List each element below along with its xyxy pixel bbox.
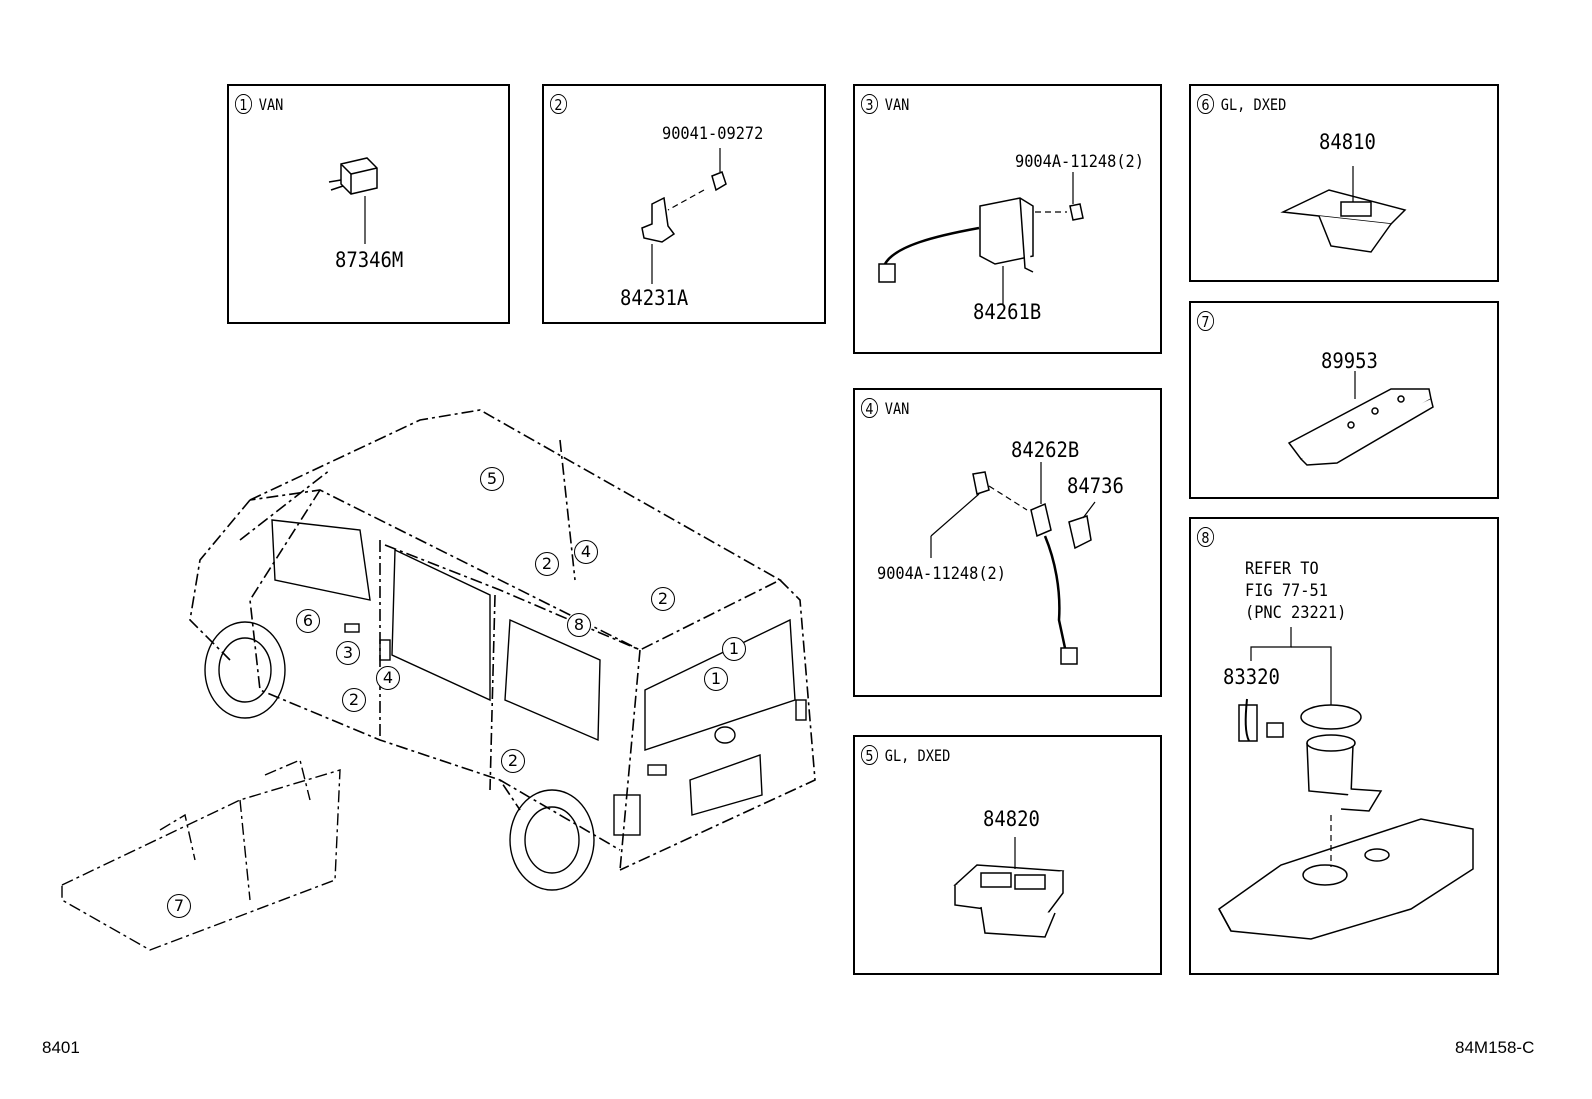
panel-number: 1 [235, 94, 252, 114]
window-switch-drawing [953, 837, 1065, 938]
part-number: 84820 [983, 807, 1040, 831]
part-number: 87346M [335, 248, 404, 272]
switch-gasket-drawing [930, 462, 1096, 665]
panel-7: 7 89953 [1189, 301, 1499, 499]
panel-tag: VAN [884, 94, 910, 114]
fuel-tank-drawing [1218, 627, 1474, 940]
part-number: 9004A-11248(2) [1015, 152, 1144, 172]
panel-2: 2 90041-09272 84231A [542, 84, 826, 324]
panel-tag: GL, DXED [884, 745, 951, 765]
part-number: 84231A [620, 286, 689, 310]
panel-tag: GL, DXED [1220, 94, 1287, 114]
part-number: 9004A-11248(2) [877, 564, 1006, 584]
callout-6: 6 [296, 609, 320, 633]
switch-bezel-drawing [1280, 166, 1407, 253]
callout-4: 4 [376, 666, 400, 690]
callout-8: 8 [567, 613, 591, 637]
bracket-part-drawing [641, 148, 727, 284]
callout-3: 3 [336, 641, 360, 665]
callout-1: 1 [722, 637, 746, 661]
panel-3: 3 VAN 9004A-11248(2) 84261B [853, 84, 1162, 354]
panel-5: 5 GL, DXED 84820 [853, 735, 1162, 975]
panel-tag: VAN [884, 398, 910, 418]
switch-part-drawing [878, 172, 1084, 304]
part-number: 84261B [973, 300, 1042, 324]
panel-tag: VAN [258, 94, 284, 114]
callout-7: 7 [167, 894, 191, 918]
panel-8: 8 REFER TO FIG 77-51 (PNC 23221) 83320 [1189, 517, 1499, 975]
panel-4: 4 VAN 84262B 84736 9004A-11248(2) [853, 388, 1162, 697]
panel-number: 5 [861, 745, 878, 765]
callout-2: 2 [501, 749, 525, 773]
part-number: 90041-09272 [662, 124, 764, 144]
part-number: 84810 [1319, 130, 1376, 154]
part-number: 84262B [1011, 438, 1080, 462]
part-number: 84736 [1067, 474, 1124, 498]
callout-1: 1 [704, 667, 728, 691]
panel-number: 4 [861, 398, 878, 418]
relay-part-drawing [328, 157, 378, 244]
part-number: 89953 [1321, 349, 1378, 373]
panel-6: 6 GL, DXED 84810 [1189, 84, 1499, 282]
callout-4: 4 [574, 540, 598, 564]
refer-line-3: (PNC 23221) [1245, 603, 1347, 623]
panel-number: 8 [1197, 527, 1214, 547]
part-number: 83320 [1223, 665, 1280, 689]
panel-number: 3 [861, 94, 878, 114]
diagram-figure-code: 84M158-C [1455, 1038, 1535, 1057]
panel-number: 7 [1197, 311, 1214, 331]
callout-2: 2 [535, 552, 559, 576]
diagram-page-id: 8401 [42, 1038, 80, 1057]
refer-line-1: REFER TO [1245, 559, 1319, 579]
panel-number: 2 [550, 94, 567, 114]
panel-1: 1 VAN 87346M [227, 84, 510, 324]
refer-line-2: FIG 77-51 [1245, 581, 1328, 601]
callout-5: 5 [480, 467, 504, 491]
callout-2: 2 [342, 688, 366, 712]
panel-number: 6 [1197, 94, 1214, 114]
callout-2: 2 [651, 587, 675, 611]
sensor-part-drawing [1287, 371, 1434, 466]
